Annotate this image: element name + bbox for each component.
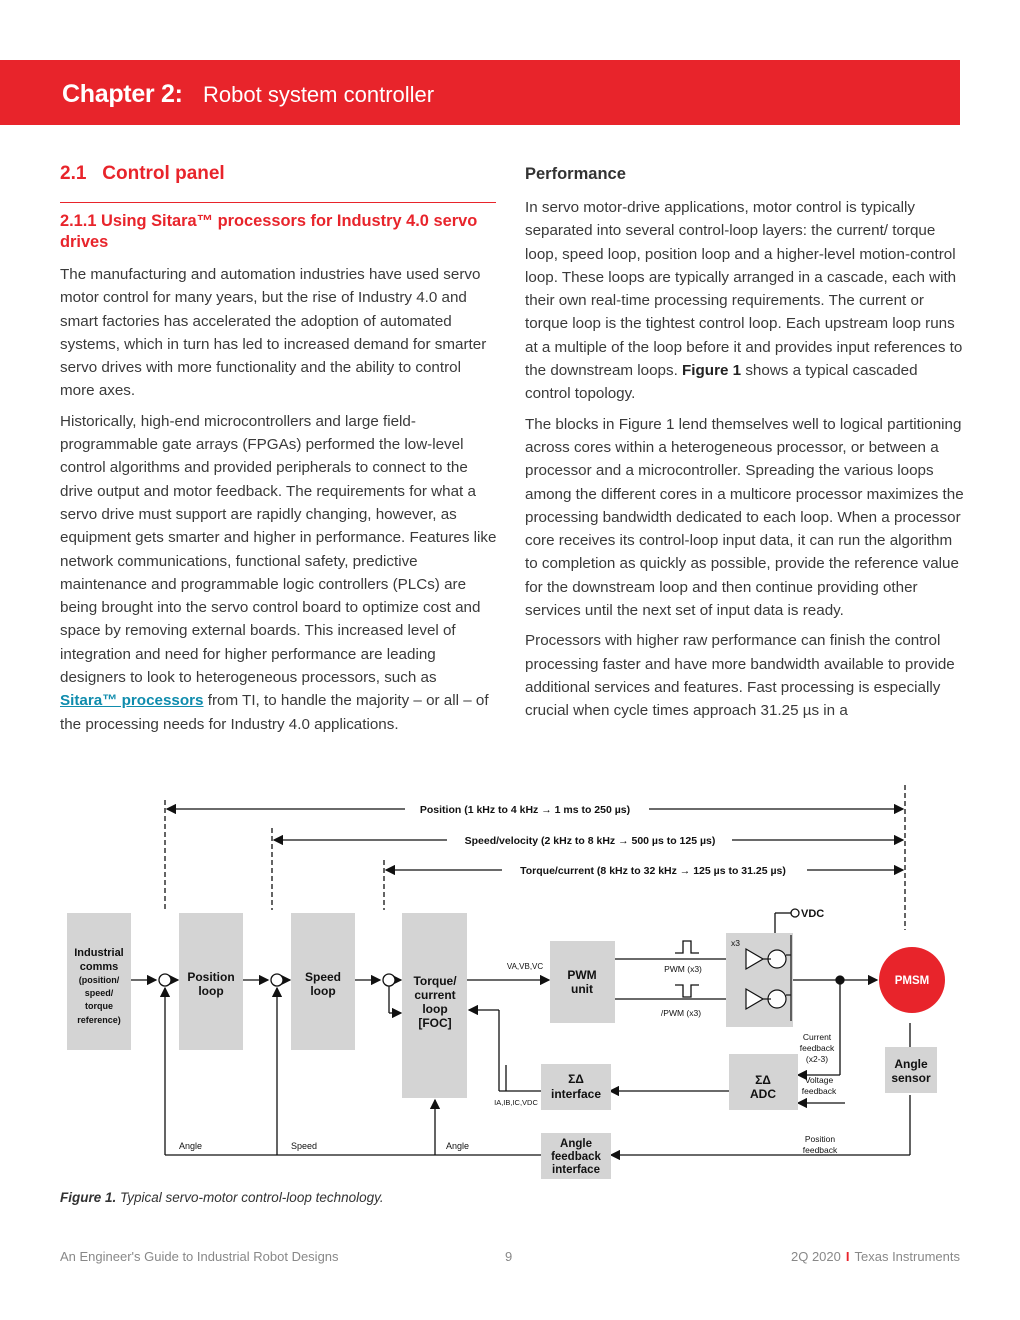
pmsm-label: PMSM — [895, 975, 930, 987]
performance-heading: Performance — [525, 165, 626, 183]
control-loop-diagram: Position (1 kHz to 4 kHz → 1 ms to 250 µ… — [67, 785, 945, 1179]
angle-sensor-label-1: Angle — [894, 1057, 928, 1071]
vabc-label: VA,VB,VC — [507, 962, 544, 971]
position-feedback-label-1: Position — [805, 1134, 836, 1144]
right-paragraph-1-text-b: shows a typical cascaded control topolog… — [525, 362, 918, 403]
position-range-label: Position (1 kHz to 4 kHz → 1 ms to 250 µ… — [420, 804, 630, 816]
iabc-label: IA,IB,IC,VDC — [494, 1098, 538, 1107]
position-loop-label-1: Position — [187, 970, 234, 984]
speed-loop-block — [291, 913, 355, 1050]
voltage-feedback-label-2: feedback — [802, 1086, 837, 1096]
angle-feedback-interface-block — [541, 1133, 611, 1179]
industrial-label-6: reference) — [77, 1015, 121, 1025]
left-paragraph-2-text-b: from TI, to handle the majority – or all… — [60, 692, 489, 733]
subsection-heading: 2.1.1 Using Sitara™ processors for Indus… — [60, 212, 478, 251]
section-number: 2.1 — [60, 163, 87, 184]
angle-label-2: Angle — [446, 1141, 469, 1151]
angle-feedback-label-2: feedback — [551, 1151, 601, 1163]
x3-label: x3 — [731, 938, 740, 948]
sd-adc-label-1: ΣΔ — [755, 1073, 771, 1087]
left-column: 2.1 Control panel 2.1.1 Using Sitara™ pr… — [60, 160, 498, 743]
current-feedback-label-1: Current — [803, 1032, 832, 1042]
angle-sensor-block — [885, 1047, 937, 1093]
left-paragraph-2: Historically, high-end microcontrollers … — [60, 410, 498, 736]
voltage-feedback-label-1: Voltage — [805, 1075, 834, 1085]
angle-sensor-label-2: sensor — [891, 1071, 931, 1085]
page-number: 9 — [505, 1249, 513, 1264]
pmsm-motor — [879, 947, 945, 1013]
torque-loop-label-1: Torque/ — [413, 974, 457, 988]
angle-feedback-label-1: Angle — [560, 1138, 592, 1150]
current-feedback-label-2: feedback — [800, 1043, 835, 1053]
footer-title: An Engineer's Guide to Industrial Robot … — [60, 1249, 339, 1264]
sd-adc-block — [729, 1054, 798, 1110]
footer-company: Texas Instruments — [854, 1249, 961, 1264]
pwm-label-1: PWM — [567, 968, 596, 982]
speed-label: Speed — [291, 1141, 317, 1151]
speed-loop-label-1: Speed — [305, 970, 341, 984]
caption-label: Figure 1. — [60, 1190, 117, 1205]
right-paragraph-1: In servo motor-drive applications, motor… — [525, 196, 965, 406]
sd-interface-block — [541, 1064, 611, 1110]
footer-date: 2Q 2020 — [791, 1249, 841, 1264]
sd-interface-label-1: ΣΔ — [568, 1072, 584, 1086]
industrial-label-4: speed/ — [85, 988, 114, 998]
industrial-label-3: (position/ — [79, 975, 120, 985]
position-feedback-label-2: feedback — [803, 1145, 838, 1155]
speed-range-label: Speed/velocity (2 kHz to 8 kHz → 500 µs … — [465, 835, 716, 847]
left-paragraph-1: The manufacturing and automation industr… — [60, 266, 487, 400]
vdc-label: VDC — [801, 908, 824, 920]
current-feedback-label-3: (x2-3) — [806, 1054, 828, 1064]
gate-driver-top-icon — [745, 947, 765, 971]
speed-loop-label-2: loop — [310, 984, 335, 998]
right-paragraph-3: Processors with higher raw performance c… — [525, 632, 955, 720]
chapter-label: Chapter 2: — [62, 80, 183, 108]
figure-reference: Figure 1 — [682, 362, 742, 380]
npwm-x3-label: /PWM (x3) — [661, 1008, 701, 1018]
figure-caption: Figure 1. Typical servo-motor control-lo… — [60, 1190, 384, 1205]
chapter-banner: Chapter 2: Robot system controller — [0, 60, 960, 125]
pwm-unit-block — [550, 941, 615, 1023]
caption-text: Typical servo-motor control-loop technol… — [116, 1190, 384, 1205]
industrial-comms-block — [67, 913, 131, 1050]
right-column: Performance In servo motor-drive applica… — [525, 160, 965, 730]
sd-adc-label-2: ADC — [750, 1087, 776, 1101]
right-paragraph-1-text-a: In servo motor-drive applications, motor… — [525, 199, 963, 380]
torque-loop-label-4: [FOC] — [418, 1016, 451, 1030]
torque-range-label: Torque/current (8 kHz to 32 kHz → 125 µs… — [520, 865, 786, 877]
section-title: Control panel — [102, 163, 225, 184]
sitara-processors-link[interactable]: Sitara™ processors — [60, 692, 204, 710]
position-loop-block — [179, 913, 243, 1050]
footer-separator: I — [845, 1249, 850, 1264]
position-loop-label-2: loop — [198, 984, 223, 998]
sd-interface-label-2: interface — [551, 1087, 601, 1101]
inverter-block — [726, 933, 793, 1027]
right-paragraph-2: The blocks in Figure 1 lend themselves w… — [525, 415, 964, 620]
industrial-label-2: comms — [80, 961, 119, 973]
chapter-title: Robot system controller — [203, 82, 435, 107]
torque-loop-label-3: loop — [422, 1002, 447, 1016]
angle-label-1: Angle — [179, 1141, 202, 1151]
section-divider — [60, 202, 496, 203]
angle-feedback-label-3: interface — [552, 1164, 600, 1176]
pwm-label-2: unit — [571, 982, 593, 996]
torque-loop-block — [402, 913, 467, 1098]
gate-driver-bottom-icon — [745, 987, 765, 1011]
section-heading: 2.1 Control panel — [60, 162, 498, 186]
industrial-label-1: Industrial — [74, 947, 124, 959]
footer-right: 2Q 2020 I Texas Instruments — [791, 1249, 960, 1264]
pwm-x3-label: PWM (x3) — [664, 964, 702, 974]
torque-loop-label-2: current — [414, 988, 455, 1002]
industrial-label-5: torque — [85, 1001, 113, 1011]
left-paragraph-2-text-a: Historically, high-end microcontrollers … — [60, 412, 497, 687]
